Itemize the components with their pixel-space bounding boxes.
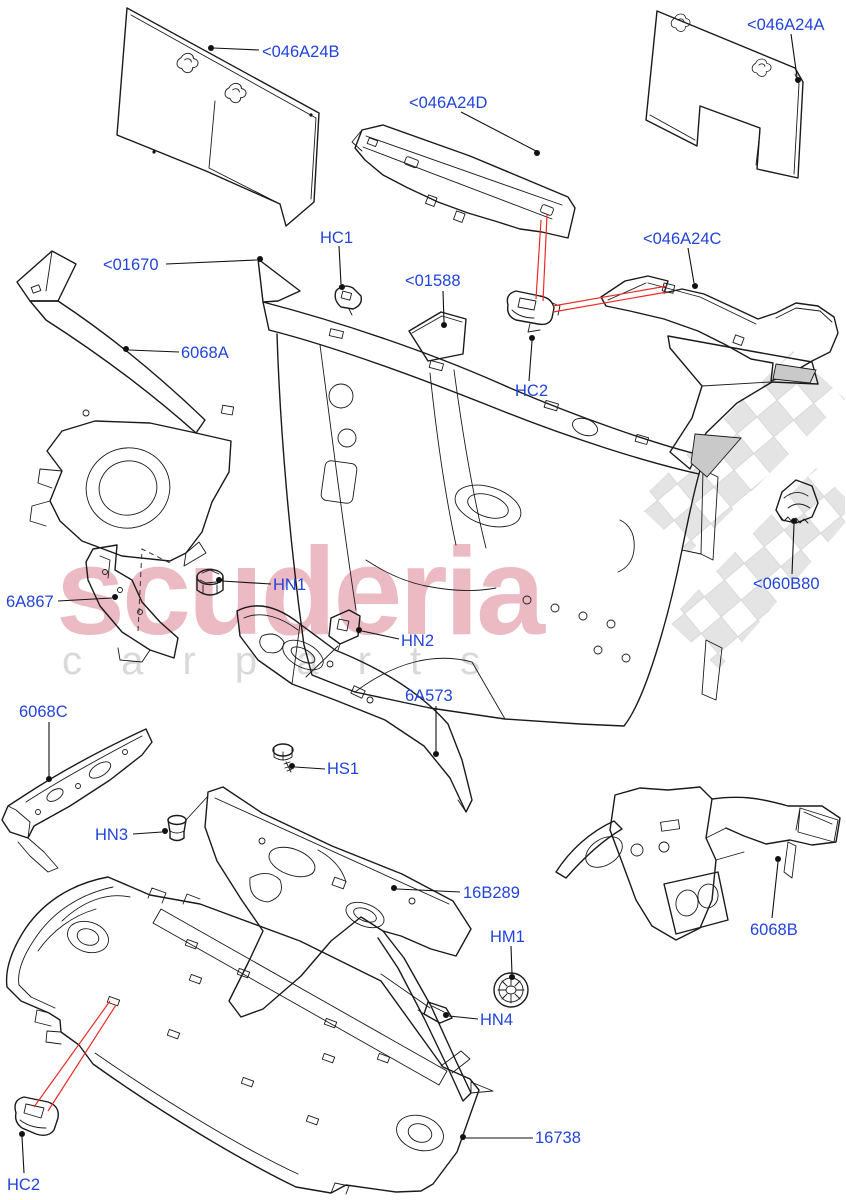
part-drawing-16B289 — [204, 786, 472, 1102]
part-label-046A24B[interactable]: <046A24B — [262, 43, 340, 61]
checkered-flag-watermark — [636, 351, 845, 669]
part-label-046A24D[interactable]: <046A24D — [409, 94, 488, 112]
part-label-6068B[interactable]: 6068B — [750, 921, 798, 939]
part-label-HN3[interactable]: HN3 — [95, 826, 128, 844]
part-drawing-6A867 — [85, 544, 179, 663]
part-label-HC1[interactable]: HC1 — [320, 229, 353, 247]
part-label-01670[interactable]: <01670 — [103, 256, 159, 274]
part-drawing-046A24B — [116, 7, 320, 227]
part-drawing-HN2 — [305, 609, 361, 678]
part-drawing-HN1 — [196, 568, 224, 596]
part-drawing-16738 — [5, 876, 494, 1195]
part-label-HC2-upper[interactable]: HC2 — [515, 382, 548, 400]
part-drawing-046A24A — [645, 10, 804, 179]
part-label-046A24C[interactable]: <046A24C — [643, 230, 722, 248]
part-drawing-HS1 — [272, 743, 294, 773]
part-label-HN1[interactable]: HN1 — [273, 576, 306, 594]
part-drawing-cowl-side-strip — [667, 335, 819, 478]
part-label-6A573[interactable]: 6A573 — [405, 687, 453, 705]
part-drawing-HC2-lower — [14, 1096, 59, 1137]
part-drawing-HC1 — [334, 285, 363, 316]
part-drawing-046A24D — [351, 124, 576, 239]
part-drawing-HC2-upper — [506, 290, 561, 333]
red-callout-lines — [33, 214, 668, 1112]
part-drawing-HN3 — [167, 795, 209, 842]
part-label-HN2[interactable]: HN2 — [401, 632, 434, 650]
part-label-HM1[interactable]: HM1 — [490, 928, 525, 946]
part-label-01588[interactable]: <01588 — [405, 272, 461, 290]
part-label-6068C[interactable]: 6068C — [19, 703, 68, 721]
part-label-16B289[interactable]: 16B289 — [463, 884, 520, 902]
part-drawing-HN4 — [380, 973, 453, 1024]
part-drawing-046A24C — [600, 275, 839, 384]
part-label-HS1[interactable]: HS1 — [327, 760, 359, 778]
part-label-060B80[interactable]: <060B80 — [753, 575, 820, 593]
part-label-16738[interactable]: 16738 — [535, 1129, 581, 1147]
part-drawing-6A573 — [236, 605, 473, 813]
part-label-046A24A[interactable]: <046A24A — [747, 16, 825, 34]
part-label-HN4[interactable]: HN4 — [480, 1011, 513, 1029]
part-drawing-01588 — [408, 311, 467, 362]
part-drawing-6068C — [1, 728, 153, 873]
part-label-HC2-lower[interactable]: HC2 — [7, 1176, 40, 1194]
part-label-6068A[interactable]: 6068A — [181, 344, 229, 362]
leader-lines — [19, 33, 801, 1174]
part-drawing-6068B — [555, 786, 841, 941]
part-drawing-6068A — [16, 250, 235, 567]
part-label-6A867[interactable]: 6A867 — [6, 593, 54, 611]
